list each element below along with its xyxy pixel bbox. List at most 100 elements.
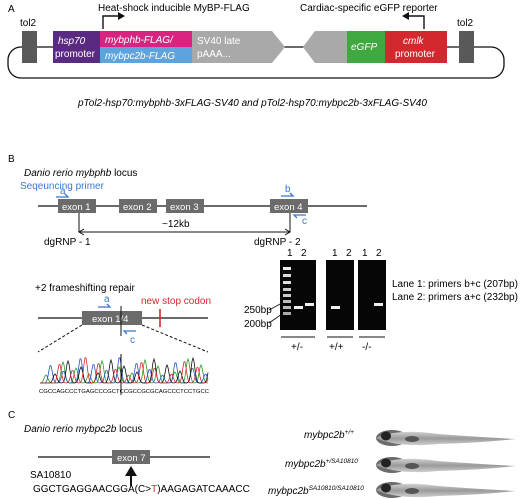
repair-primer-a-arrow [98, 303, 112, 308]
zoom-guide-left [37, 324, 83, 353]
ladder-200bp-label: 200bp [244, 319, 272, 330]
genotype-label-het: mybpc2b+/SA10810 [285, 458, 358, 470]
tol2-right-arm [459, 31, 474, 63]
repair-primer-c-arrow [122, 330, 136, 335]
allele-label: SA10810 [30, 470, 72, 481]
band-het-lane1 [294, 306, 303, 309]
sv40-label: SV40 late [197, 36, 241, 47]
exon-7-box [112, 450, 150, 464]
hsp70-label: hsp70 [58, 36, 86, 47]
exon-1-box [58, 199, 96, 213]
polya-label: pAAA... [197, 49, 231, 60]
genotype-wt-label: +/+ [329, 342, 344, 353]
deletion-span-right-head [284, 228, 291, 236]
gel-image-2 [326, 260, 354, 330]
egfp-box [347, 31, 385, 63]
hsp70-promoter-label: promoter [55, 49, 96, 60]
ladder-250bp-tick [268, 302, 283, 311]
reverse-polya-box [303, 31, 347, 63]
dna-ladder [283, 267, 291, 315]
band-ko-lane2 [374, 303, 383, 306]
tol2-left-label: tol2 [20, 18, 37, 29]
repair-primer-c-label: c [130, 335, 135, 346]
genotype-het-label: +/- [291, 342, 303, 353]
cmlk-tss-arrow [409, 15, 425, 29]
dgrnp-1-label: dgRNP - 1 [44, 237, 91, 248]
deletion-distance-label: ~12kb [162, 219, 190, 230]
mybphb-flag-box [100, 31, 192, 47]
zoom-guide-right [141, 324, 209, 353]
exon-1-label: exon 1 [62, 202, 91, 213]
hsp70-promoter-box [53, 31, 100, 63]
cmlk-tss-arrowhead [402, 12, 409, 20]
panel-c-label: C [8, 410, 15, 421]
dgrnp-2-label: dgRNP - 2 [254, 237, 301, 248]
primer-c-label: c [302, 216, 307, 227]
mutation-arrowhead [125, 466, 137, 476]
larva-image-het [376, 457, 516, 473]
primer-b-label: b [285, 184, 291, 195]
stop-codon-label: new stop codon [141, 296, 211, 307]
larva-image-hom [376, 482, 516, 498]
genotype-label-wt: mybpc2b+/+ [304, 429, 354, 441]
deletion-span-left-head [78, 228, 85, 236]
tol2-right-label: tol2 [457, 18, 474, 29]
panel-b-label: B [8, 154, 15, 165]
gel-image-3 [358, 260, 386, 330]
mybphb-flag-label: mybphb-FLAG/ [105, 35, 174, 46]
primer-a-arrow [56, 193, 70, 198]
exon-4-box [270, 199, 308, 213]
primer-a-label: a [60, 186, 66, 197]
mutation-sequence: GGCTGAGGAACGGA(C>T)AAGAGATCAAACC [33, 484, 250, 495]
lane-2-description: Lane 2: primers a+c (232bp) [392, 292, 518, 303]
chromatogram-trace [40, 357, 209, 384]
gel-lane-1c: 1 [362, 248, 368, 259]
ladder-200bp-tick [268, 313, 283, 324]
panel-a-label: A [8, 4, 15, 15]
primer-b-arrow [281, 192, 295, 197]
cmlk-promoter-box [385, 31, 447, 63]
repair-title: +2 frameshifting repair [35, 283, 135, 294]
exon-2-label: exon 2 [123, 202, 152, 213]
lane-1-description: Lane 1: primers b+c (207bp) [392, 279, 518, 290]
heat-shock-title: Heat-shock inducible MyBP-FLAG [98, 3, 250, 14]
gel-lane-2a: 2 [301, 248, 307, 259]
tol2-left-arm [22, 31, 37, 63]
sv40-polya-box [192, 31, 285, 63]
chromatogram-sequence: CGCCAGCCCTGAGCCCGCTCCGCCGCGCAGCCCTCCTGCC [39, 389, 209, 395]
mybphb-locus-title: Danio rerio mybphb locus [24, 168, 137, 179]
gel-lane-1a: 1 [287, 248, 293, 259]
chromatogram-trace [40, 356, 209, 384]
band-het-lane2 [305, 303, 314, 306]
genotype-label-hom: mybpc2bSA10810/SA10810 [268, 485, 364, 497]
egfp-label: eGFP [351, 42, 377, 53]
exon-4-label: exon 4 [274, 202, 303, 213]
hsp70-tss-arrowhead [118, 12, 125, 20]
mybpc2b-locus-title: Danio rerio mybpc2b locus [24, 424, 142, 435]
primer-c-arrow [292, 214, 306, 219]
panel-a-caption: pTol2-hsp70:mybphb-3xFLAG-SV40 and pTol2… [77, 98, 427, 109]
exon-2-box [119, 199, 157, 213]
exon-7-label: exon 7 [117, 453, 146, 464]
gel-lane-2b: 2 [346, 248, 352, 259]
gel-lane-1b: 1 [332, 248, 338, 259]
ladder-250bp-label: 250bp [244, 305, 272, 316]
exon-3-box [166, 199, 204, 213]
cardiac-reporter-title: Cardiac-specific eGFP reporter [300, 3, 438, 14]
larva-image-wt [376, 430, 516, 446]
exon-1-4-label: exon 1/4 [92, 314, 128, 325]
cmlk-promoter-label: promoter [395, 49, 436, 60]
cmlk-label: cmlk [403, 36, 425, 47]
exon-3-label: exon 3 [170, 202, 199, 213]
sanger-chromatogram [39, 356, 209, 384]
sequencing-primer-label: Seqeuncing primer [20, 181, 105, 192]
gel-lane-2c: 2 [376, 248, 382, 259]
repair-primer-a-label: a [104, 294, 110, 305]
exon-1-4-box [82, 311, 142, 325]
genotype-ko-label: -/- [362, 342, 371, 353]
band-wt-lane1 [331, 306, 340, 309]
mybpc2b-flag-box [100, 47, 192, 63]
hsp70-tss-arrow [102, 15, 118, 29]
mybpc2b-flag-label: mybpc2b-FLAG [105, 51, 175, 62]
